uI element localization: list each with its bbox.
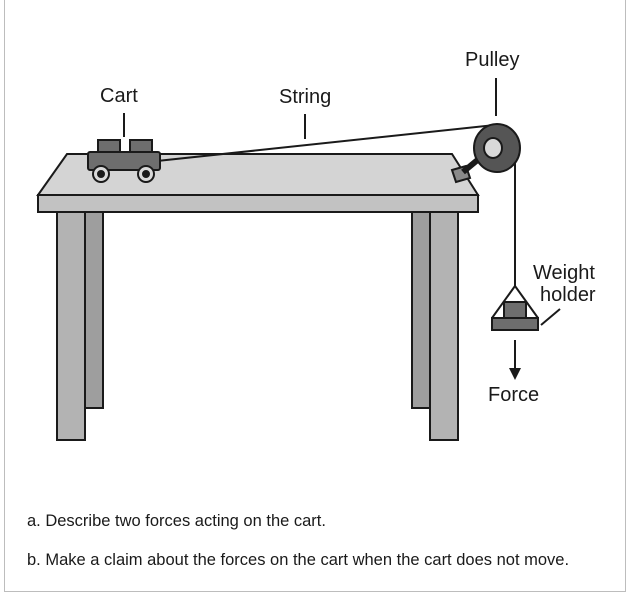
table-front-legs: [56, 209, 459, 441]
weight-holder-label-line1: Weight: [533, 262, 595, 284]
string: [156, 124, 516, 286]
weight-holder: [491, 285, 539, 331]
table-back-legs: [84, 209, 431, 409]
question-a: a. Describe two forces acting on the car…: [27, 512, 326, 530]
question-b: b. Make a claim about the forces on the …: [27, 551, 570, 569]
pulley: [473, 123, 521, 173]
force-arrow: [509, 340, 521, 380]
cart: [87, 139, 161, 183]
cart-label: Cart: [100, 85, 138, 107]
string-label: String: [279, 86, 331, 108]
pulley-label: Pulley: [465, 49, 519, 71]
weight-holder-label-line2: holder: [540, 284, 596, 306]
cart-pulley-diagram: Cart String Pulley Weight holder Force: [36, 49, 596, 441]
label-leader-lines: [123, 78, 561, 326]
force-label: Force: [488, 384, 539, 406]
